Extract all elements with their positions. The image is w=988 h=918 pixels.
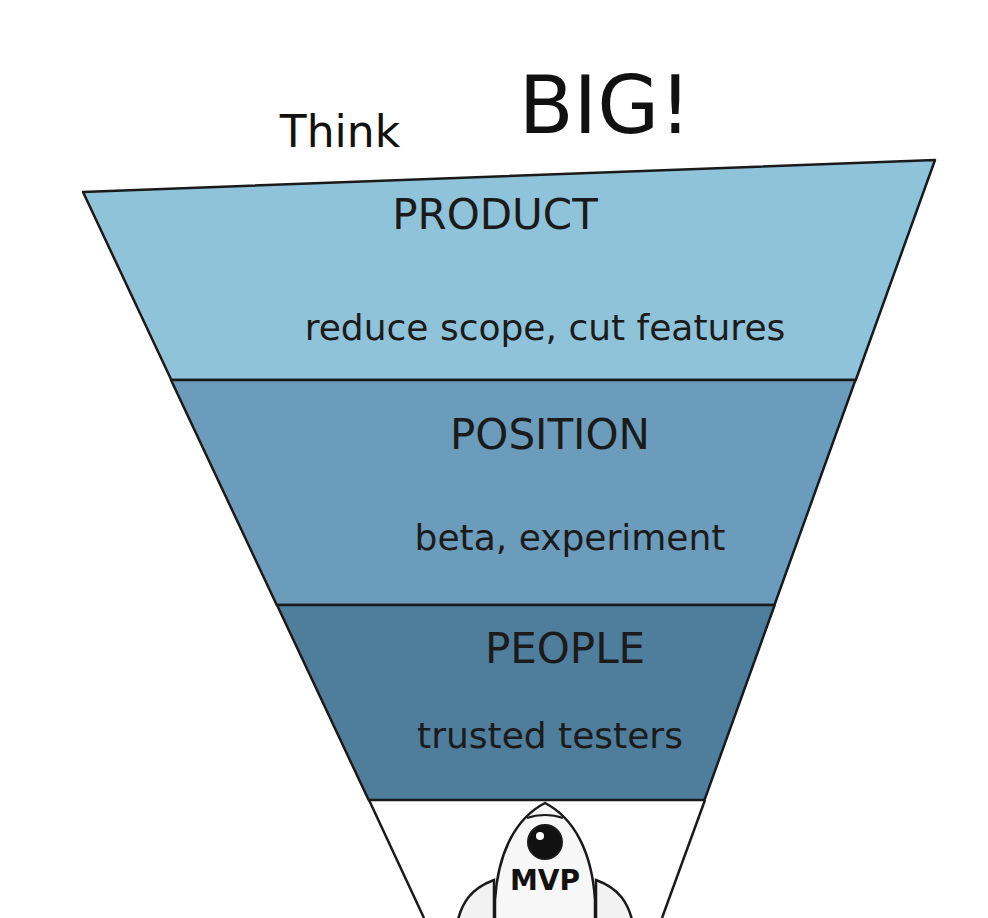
- funnel-outline: [369, 800, 424, 918]
- band-note: reduce scope, cut features: [305, 308, 786, 348]
- band-heading: PEOPLE: [485, 626, 645, 672]
- title-word: BIG!: [519, 62, 692, 150]
- funnel-band: POSITION beta, experiment: [171, 380, 855, 605]
- funnel-band: PEOPLE trusted testers: [277, 605, 775, 800]
- band-heading: PRODUCT: [392, 192, 598, 238]
- band-note: trusted testers: [417, 716, 683, 756]
- funnel-outline: [662, 800, 705, 918]
- rocket-illustration: [456, 803, 634, 918]
- funnel-band: PRODUCT reduce scope, cut features: [83, 160, 935, 380]
- rocket-label: MVP: [510, 866, 580, 897]
- title-word: Think: [280, 108, 400, 156]
- band-heading: POSITION: [450, 412, 650, 458]
- band-note: beta, experiment: [415, 518, 726, 558]
